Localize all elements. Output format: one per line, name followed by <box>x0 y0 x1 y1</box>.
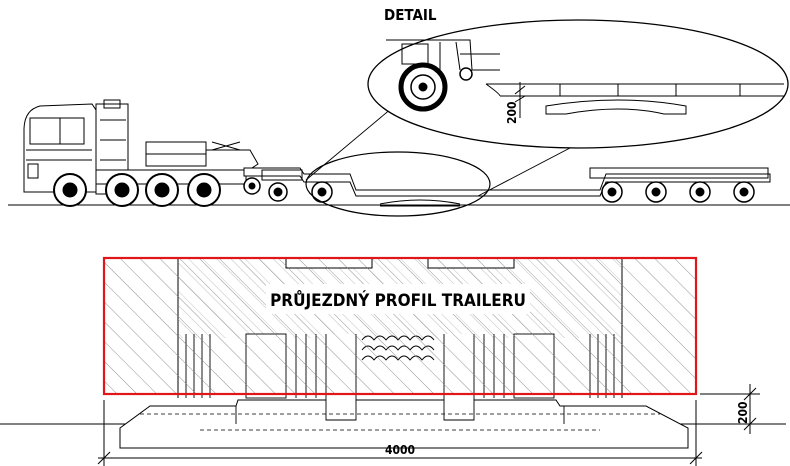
truck-side-view <box>8 99 790 217</box>
clearance-profile-outline <box>102 256 698 396</box>
truck-wheels <box>53 173 221 207</box>
detail-source-ellipse <box>305 151 491 217</box>
trailer-gooseneck <box>243 167 771 197</box>
width-dimension <box>97 400 703 466</box>
front-dolly-wheels <box>243 169 333 203</box>
height-dimension-label: 200 <box>736 401 750 424</box>
detail-label: DETAIL <box>384 6 437 24</box>
profile-label: PRŮJEZDNÝ PROFIL TRAILERU <box>270 288 526 311</box>
cab-window <box>29 117 85 145</box>
width-dimension-label: 4000 <box>385 443 415 457</box>
clearance-profile-hatch <box>104 258 696 394</box>
detail-view <box>367 19 789 149</box>
profile-label-bg <box>266 284 530 314</box>
height-dimension <box>700 384 760 434</box>
detail-dim-label: 200 <box>505 101 519 124</box>
section-base <box>119 399 689 449</box>
rear-bogie-wheels <box>589 167 769 203</box>
